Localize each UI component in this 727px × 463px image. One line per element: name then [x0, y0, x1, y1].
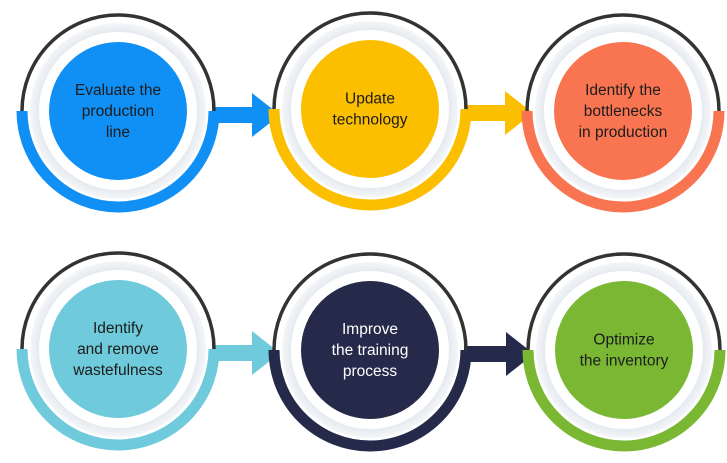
step-label-line: Identify the: [585, 82, 661, 99]
flow-arrow: [212, 93, 280, 137]
arrow-head-icon: [252, 93, 280, 137]
step-label-line: bottlenecks: [584, 103, 663, 120]
step-label: Improve the training process: [332, 321, 409, 380]
step-label-line: wastefulness: [72, 362, 163, 379]
outer-ring-arc: [272, 11, 468, 110]
outer-ring-arc: [525, 13, 721, 112]
step-circle: [555, 281, 693, 419]
process-step: Improve the training process: [268, 252, 472, 452]
step-label-line: line: [106, 124, 130, 141]
step-label: Update technology: [333, 91, 408, 129]
step-circle: [554, 42, 692, 180]
colored-ring-arc: [268, 108, 472, 211]
outer-ring-arc: [20, 13, 216, 112]
flow-arrow: [464, 91, 533, 135]
step-label-line: in production: [579, 124, 668, 141]
nodes-layer: Evaluate the production line Update technolo…: [16, 11, 726, 452]
arrow-head-icon: [252, 331, 280, 375]
step-circle: [49, 42, 187, 180]
colored-ring-arc: [521, 110, 725, 213]
arrow-shaft: [212, 345, 256, 361]
step-label-line: process: [343, 363, 398, 380]
flow-arrow: [464, 332, 534, 376]
step-label-line: the training: [332, 342, 409, 359]
colored-ring-arc: [522, 349, 726, 452]
arrows-layer: [212, 91, 534, 376]
step-circle: [301, 40, 439, 178]
step-label-line: and remove: [77, 341, 159, 358]
step-label: Optimize the inventory: [580, 332, 669, 370]
arrow-shaft: [464, 105, 509, 121]
flow-arrow: [212, 331, 280, 375]
arrow-shaft: [212, 107, 256, 123]
step-label: Evaluate the production line: [75, 82, 161, 141]
process-step: Identify and remove wastefulness: [16, 251, 220, 451]
arrow-head-icon: [505, 91, 533, 135]
arrow-head-icon: [506, 332, 534, 376]
step-label: Identify and remove wastefulness: [72, 320, 163, 379]
step-label-line: Update: [345, 91, 395, 108]
process-step: Update technology: [268, 11, 472, 211]
step-label-line: Optimize: [593, 332, 654, 349]
step-circle: [49, 280, 187, 418]
outer-ring-arc: [20, 251, 216, 350]
process-step: Evaluate the production line: [16, 13, 220, 213]
colored-ring-arc: [16, 110, 220, 213]
step-circle: [301, 281, 439, 419]
arrow-shaft: [464, 346, 510, 362]
step-label: Identify the bottlenecks in production: [579, 82, 668, 141]
outer-ring-arc: [272, 252, 468, 351]
colored-ring-arc: [268, 349, 472, 452]
colored-ring-arc: [16, 348, 220, 451]
step-label-line: the inventory: [580, 353, 669, 370]
step-label-line: Improve: [342, 321, 398, 338]
process-step: Identify the bottlenecks in production: [521, 13, 725, 213]
step-label-line: Identify: [93, 320, 143, 337]
step-label-line: technology: [333, 112, 408, 129]
step-label-line: production: [82, 103, 154, 120]
process-step: Optimize the inventory: [522, 252, 726, 452]
step-label-line: Evaluate the: [75, 82, 161, 99]
outer-ring-arc: [526, 252, 722, 351]
